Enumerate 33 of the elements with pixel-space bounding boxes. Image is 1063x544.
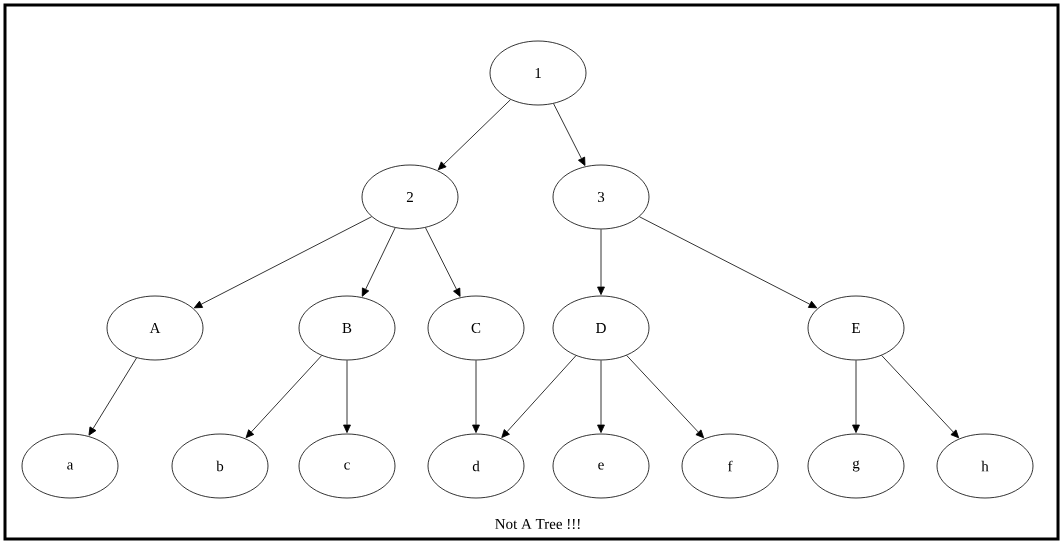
arrow [597,360,605,433]
arrow [553,103,586,166]
arrow [472,360,480,433]
arrow [88,357,137,436]
ellipse-node: a [21,433,119,499]
ellipse-node: 3 [552,164,650,230]
ellipse-node: E [807,295,905,361]
ellipse-node: A [106,295,204,361]
arrow [639,216,818,309]
ellipse-node: e [552,433,650,499]
arrow [245,355,322,439]
arrow [881,355,960,439]
ellipse-node: b [171,433,269,499]
arrow [852,360,860,433]
ellipse-node: 1 [489,40,587,106]
ellipse-node: f [681,433,779,499]
ellipse-node: h [936,433,1034,499]
ellipse-node: c [298,433,396,499]
ellipse-node: B [298,295,396,361]
caption: Not A Tree !!! [495,518,580,530]
arrow [343,360,351,433]
ellipse-node: 2 [361,164,459,230]
ellipse-node: d [427,433,525,499]
arrow [597,229,605,295]
arrow [193,216,372,309]
ellipse-node: C [427,295,525,361]
arrow [361,227,396,297]
arrow [425,227,461,297]
ellipse-node: D [552,295,650,361]
ellipse-node: g [807,433,905,499]
arrow [626,355,705,439]
arrow [501,355,577,438]
arrow [437,99,511,171]
